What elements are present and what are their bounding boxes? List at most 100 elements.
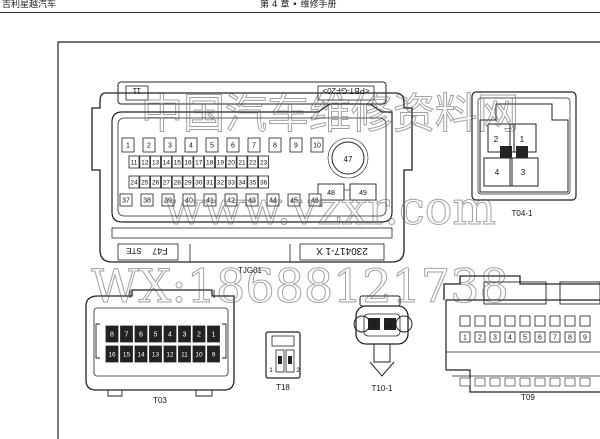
tjg01-pin-label: 32 [217,179,225,186]
tjg01-pin: 31 [204,175,216,189]
t10-pin-2: 2 [372,323,376,330]
t09-pin: 1 [459,331,471,343]
t09-pin-socket [549,315,561,327]
t04-pin-3: 3 [521,168,526,177]
t03-pin: 11 [178,345,191,363]
tjg01-part-code: F47 [152,246,168,256]
tjg01-pin: 18 [204,155,216,169]
t03-pin-label: 15 [123,351,131,358]
t03-pin: 6 [134,325,148,343]
t04-pin-4: 4 [495,168,500,177]
t09-pin-label: 1 [463,335,467,342]
t03-pin-label: 12 [166,351,174,358]
tjg01-pin: 9 [289,137,303,153]
tjg01-pin-label: 42 [227,198,235,205]
tjg01-pin-label: 14 [163,159,171,166]
t09-pin-rear [549,377,561,387]
tjg01-pin-48: 48 [327,190,335,197]
tjg01-pin: 17 [193,155,205,169]
tjg01-pin-label: 38 [143,198,151,205]
t09-pin-socket [474,315,486,327]
tjg01-pin: 27 [160,175,172,189]
t09-pin: 5 [519,331,531,343]
tjg01-pin: 14 [160,155,172,169]
label-tjg01: TJG01 [238,266,263,275]
tjg01-pin-label: 46 [311,198,319,205]
t03-pin: 8 [105,325,119,343]
tjg01-pin: 12 [139,155,151,169]
t03-pin-label: 14 [137,351,145,358]
label-t03: T03 [153,396,167,405]
t03-pin: 14 [134,345,148,363]
t09-pin-rear [504,377,516,387]
tjg01-pin-label: 17 [195,159,203,166]
tjg01-pin: 35 [247,175,259,189]
t03-pin-label: 8 [110,332,114,339]
tjg01-pin: 20 [225,155,237,169]
tjg01-pin-label: 27 [163,179,171,186]
t03-pin-label: 9 [212,351,216,358]
tjg01-pin: 39 [161,193,175,207]
tjg01-pin: 30 [193,175,205,189]
t03-pin: 5 [149,325,162,343]
watermark-line3: WX:18688121738 [91,259,508,313]
t03-pin: 4 [163,325,177,343]
tjg01-pin-47: 47 [344,155,353,164]
t10-pin-1: 1 [388,323,392,330]
t04-pin-1: 1 [520,135,525,144]
tjg01-pin-label: 13 [152,159,160,166]
t18-pin-1: 1 [269,367,273,374]
t09-pin-label: 2 [478,335,482,342]
tjg01-pin-label: 22 [249,159,257,166]
t09-pin-rear [579,377,591,387]
tjg01-pin-label: 24 [130,179,138,186]
t03-pin: 10 [192,345,206,363]
tjg01-pin-label: 3 [168,143,172,150]
t09-pin-label: 6 [538,335,542,342]
t09-pin: 6 [534,331,546,343]
tjg01-pin-label: 45 [290,198,298,205]
tjg01-pin-label: 15 [174,159,182,166]
watermark-line2: www.vzxr.com [164,181,496,235]
t03-pin: 9 [207,345,220,363]
tjg01-pin: 24 [128,175,140,189]
t03-pin: 15 [120,345,133,363]
t09-pin: 7 [549,331,561,343]
t03-pin-label: 3 [183,332,187,339]
header-rule [0,12,600,13]
tjg01-pin: 38 [140,193,154,207]
tjg01-pin: 8 [268,137,282,153]
tjg01-pin-label: 8 [273,143,277,150]
tjg01-pin: 5 [205,137,219,153]
t09-pin-label: 3 [493,335,497,342]
t09-pin-rear [534,377,546,387]
tjg01-pin-label: 25 [141,179,149,186]
diagram-frame [57,41,600,439]
tjg01-pin-label: 5 [210,143,214,150]
tjg01-pin: 4 [184,137,198,153]
t09-pin: 3 [489,331,501,343]
tjg01-pin: 25 [139,175,151,189]
tjg01-pin: 16 [182,155,194,169]
t03-pin: 12 [163,345,177,363]
t09-pin-socket [504,315,516,327]
t03-pin-label: 1 [212,332,216,339]
tjg01-tag-top-left: 11 [132,86,141,95]
t09-pin-label: 9 [583,335,587,342]
tjg01-pin-label: 21 [238,159,246,166]
t03-pin-label: 2 [197,332,201,339]
t09-pin-label: 4 [508,335,512,342]
tjg01-pin-label: 1 [126,143,130,150]
t03-pin: 13 [149,345,162,363]
tjg01-pin: 28 [171,175,183,189]
t09-pin-rear [459,377,471,387]
t09-pin-label: 5 [523,335,527,342]
t09-pin-socket [459,315,471,327]
label-t09: T09 [521,393,535,402]
tjg01-pin-label: 37 [122,198,130,205]
tjg01-pin: 42 [224,193,238,207]
tjg01-pin-label: 26 [152,179,160,186]
